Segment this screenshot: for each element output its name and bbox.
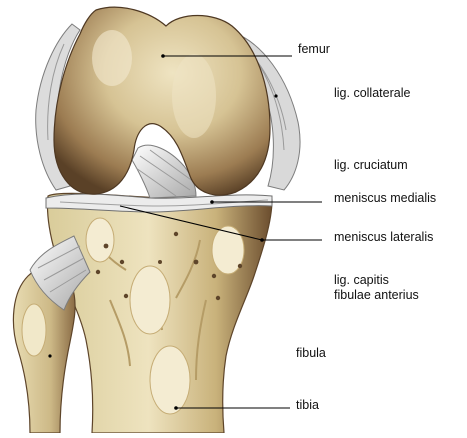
label-lig-cruciatum: lig. cruciatum	[334, 158, 408, 172]
tibia-highlights	[85, 217, 245, 415]
label-meniscus-medialis: meniscus medialis	[334, 191, 437, 205]
leader-lines	[119, 55, 322, 409]
label-lig-collaterale: lig. collaterale	[334, 86, 411, 100]
menisci-band	[45, 193, 273, 213]
label-tibia: tibia	[296, 398, 319, 412]
label-lig-capitis-line2: fibulae anterius	[334, 288, 419, 302]
label-lig-capitis-line1: lig. capitis	[334, 273, 389, 287]
label-meniscus-lateralis: meniscus lateralis	[334, 230, 434, 244]
fibular-head-ligament	[29, 235, 91, 311]
tibia-foramina	[95, 231, 243, 301]
collateral-ligament-left	[35, 23, 81, 191]
label-femur: femur	[298, 42, 330, 56]
label-fibula: fibula	[296, 346, 326, 360]
anchor-dots	[48, 54, 278, 410]
